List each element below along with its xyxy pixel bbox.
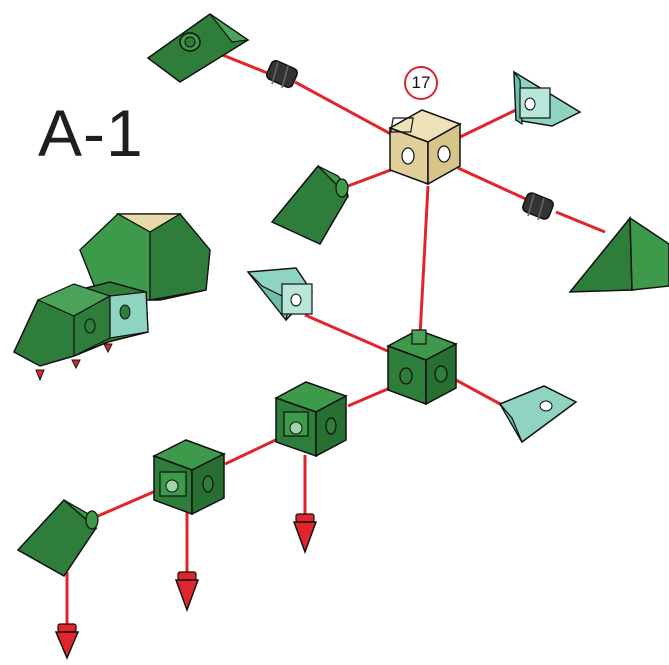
guide-line [347, 386, 391, 408]
mint-wedge-piece [246, 267, 313, 322]
tan-cube-piece [388, 109, 462, 186]
assembled-preview [13, 213, 211, 382]
guide-line [304, 313, 391, 354]
red-spike-piece [54, 623, 80, 660]
black-connector [522, 192, 554, 221]
green-wedge-piece [146, 13, 250, 83]
guide-line [555, 210, 606, 234]
guide-lines [65, 40, 606, 624]
mint-wedge-piece [498, 385, 578, 444]
guide-line [224, 435, 283, 466]
green-pyramid-piece [568, 215, 669, 293]
guide-line [455, 378, 503, 407]
black-connector [265, 60, 299, 89]
mint-wedge-piece [513, 70, 582, 127]
guide-line [457, 166, 529, 202]
green-cube-piece [152, 439, 226, 516]
guide-line [97, 488, 159, 518]
guide-line [294, 80, 403, 142]
green-wedge-piece [16, 498, 99, 577]
red-spike-piece [292, 513, 318, 555]
step-number: 17 [411, 73, 431, 92]
green-cube-piece [386, 329, 458, 406]
step-number-badge: 17 [404, 66, 438, 100]
red-spike-piece [174, 571, 200, 613]
green-wedge-piece [270, 164, 349, 245]
step-label: A-1 [38, 96, 144, 170]
guide-line [347, 166, 397, 188]
guide-line [418, 185, 430, 337]
guide-line [457, 106, 521, 140]
green-cube-piece [274, 381, 348, 458]
